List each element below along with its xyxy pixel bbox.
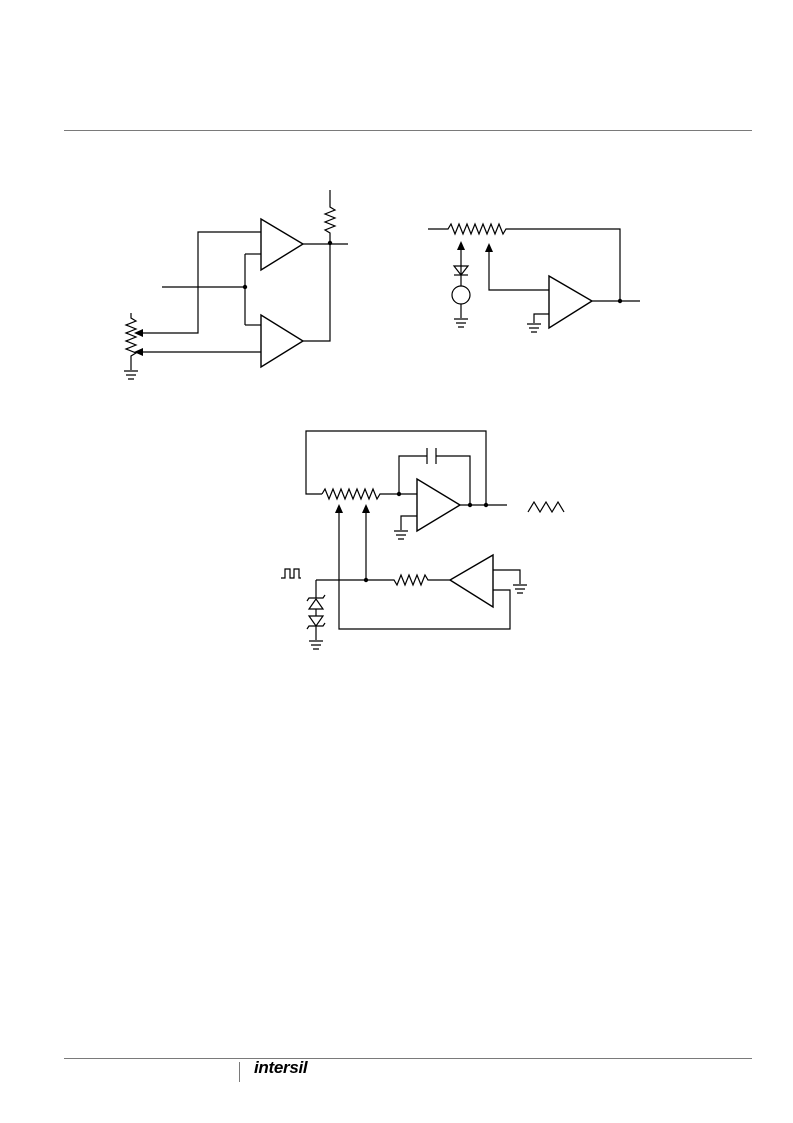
opamp-bottom — [260, 313, 305, 369]
footer-divider — [239, 1062, 240, 1082]
opamp — [548, 274, 594, 330]
potentiometer — [124, 313, 138, 370]
capacitor — [426, 448, 437, 464]
zener-diode — [307, 615, 325, 628]
junction-dot — [467, 502, 473, 508]
wiper-arrow — [335, 504, 343, 513]
figure-photodiode-amp — [428, 222, 640, 333]
ground-symbol — [124, 370, 138, 380]
junction-dot — [363, 577, 369, 583]
figure-dual-amp-pot — [124, 190, 348, 380]
wiper-arrow — [134, 348, 143, 356]
header-rule — [64, 130, 752, 131]
ground-symbol — [527, 323, 541, 333]
opamp-integrator — [416, 477, 462, 533]
resistor — [323, 190, 337, 243]
ground-symbol — [454, 318, 468, 328]
opamp-comparator — [448, 553, 494, 609]
zener-diode — [307, 597, 325, 610]
resistor — [316, 573, 450, 587]
opamp-top — [260, 217, 305, 272]
figure-triangle-generator — [281, 430, 565, 650]
current-source — [451, 285, 471, 305]
ground-symbol — [513, 584, 527, 594]
ground-symbol — [309, 640, 323, 650]
wiper-arrow — [457, 241, 465, 250]
intersil-logo: intersil — [254, 1058, 308, 1077]
ground-symbol — [394, 530, 408, 540]
potentiometer — [321, 487, 399, 501]
square-wave-icon — [281, 568, 301, 579]
junction-dot — [617, 298, 623, 304]
diode — [452, 265, 470, 276]
wiper-arrow — [485, 243, 493, 252]
footer-rule — [64, 1058, 752, 1059]
feedback-resistor — [428, 222, 621, 301]
triangle-wave-icon — [527, 500, 565, 514]
wiper-arrow — [362, 504, 370, 513]
wiper-arrow — [134, 329, 143, 337]
junction-dot — [483, 502, 489, 508]
